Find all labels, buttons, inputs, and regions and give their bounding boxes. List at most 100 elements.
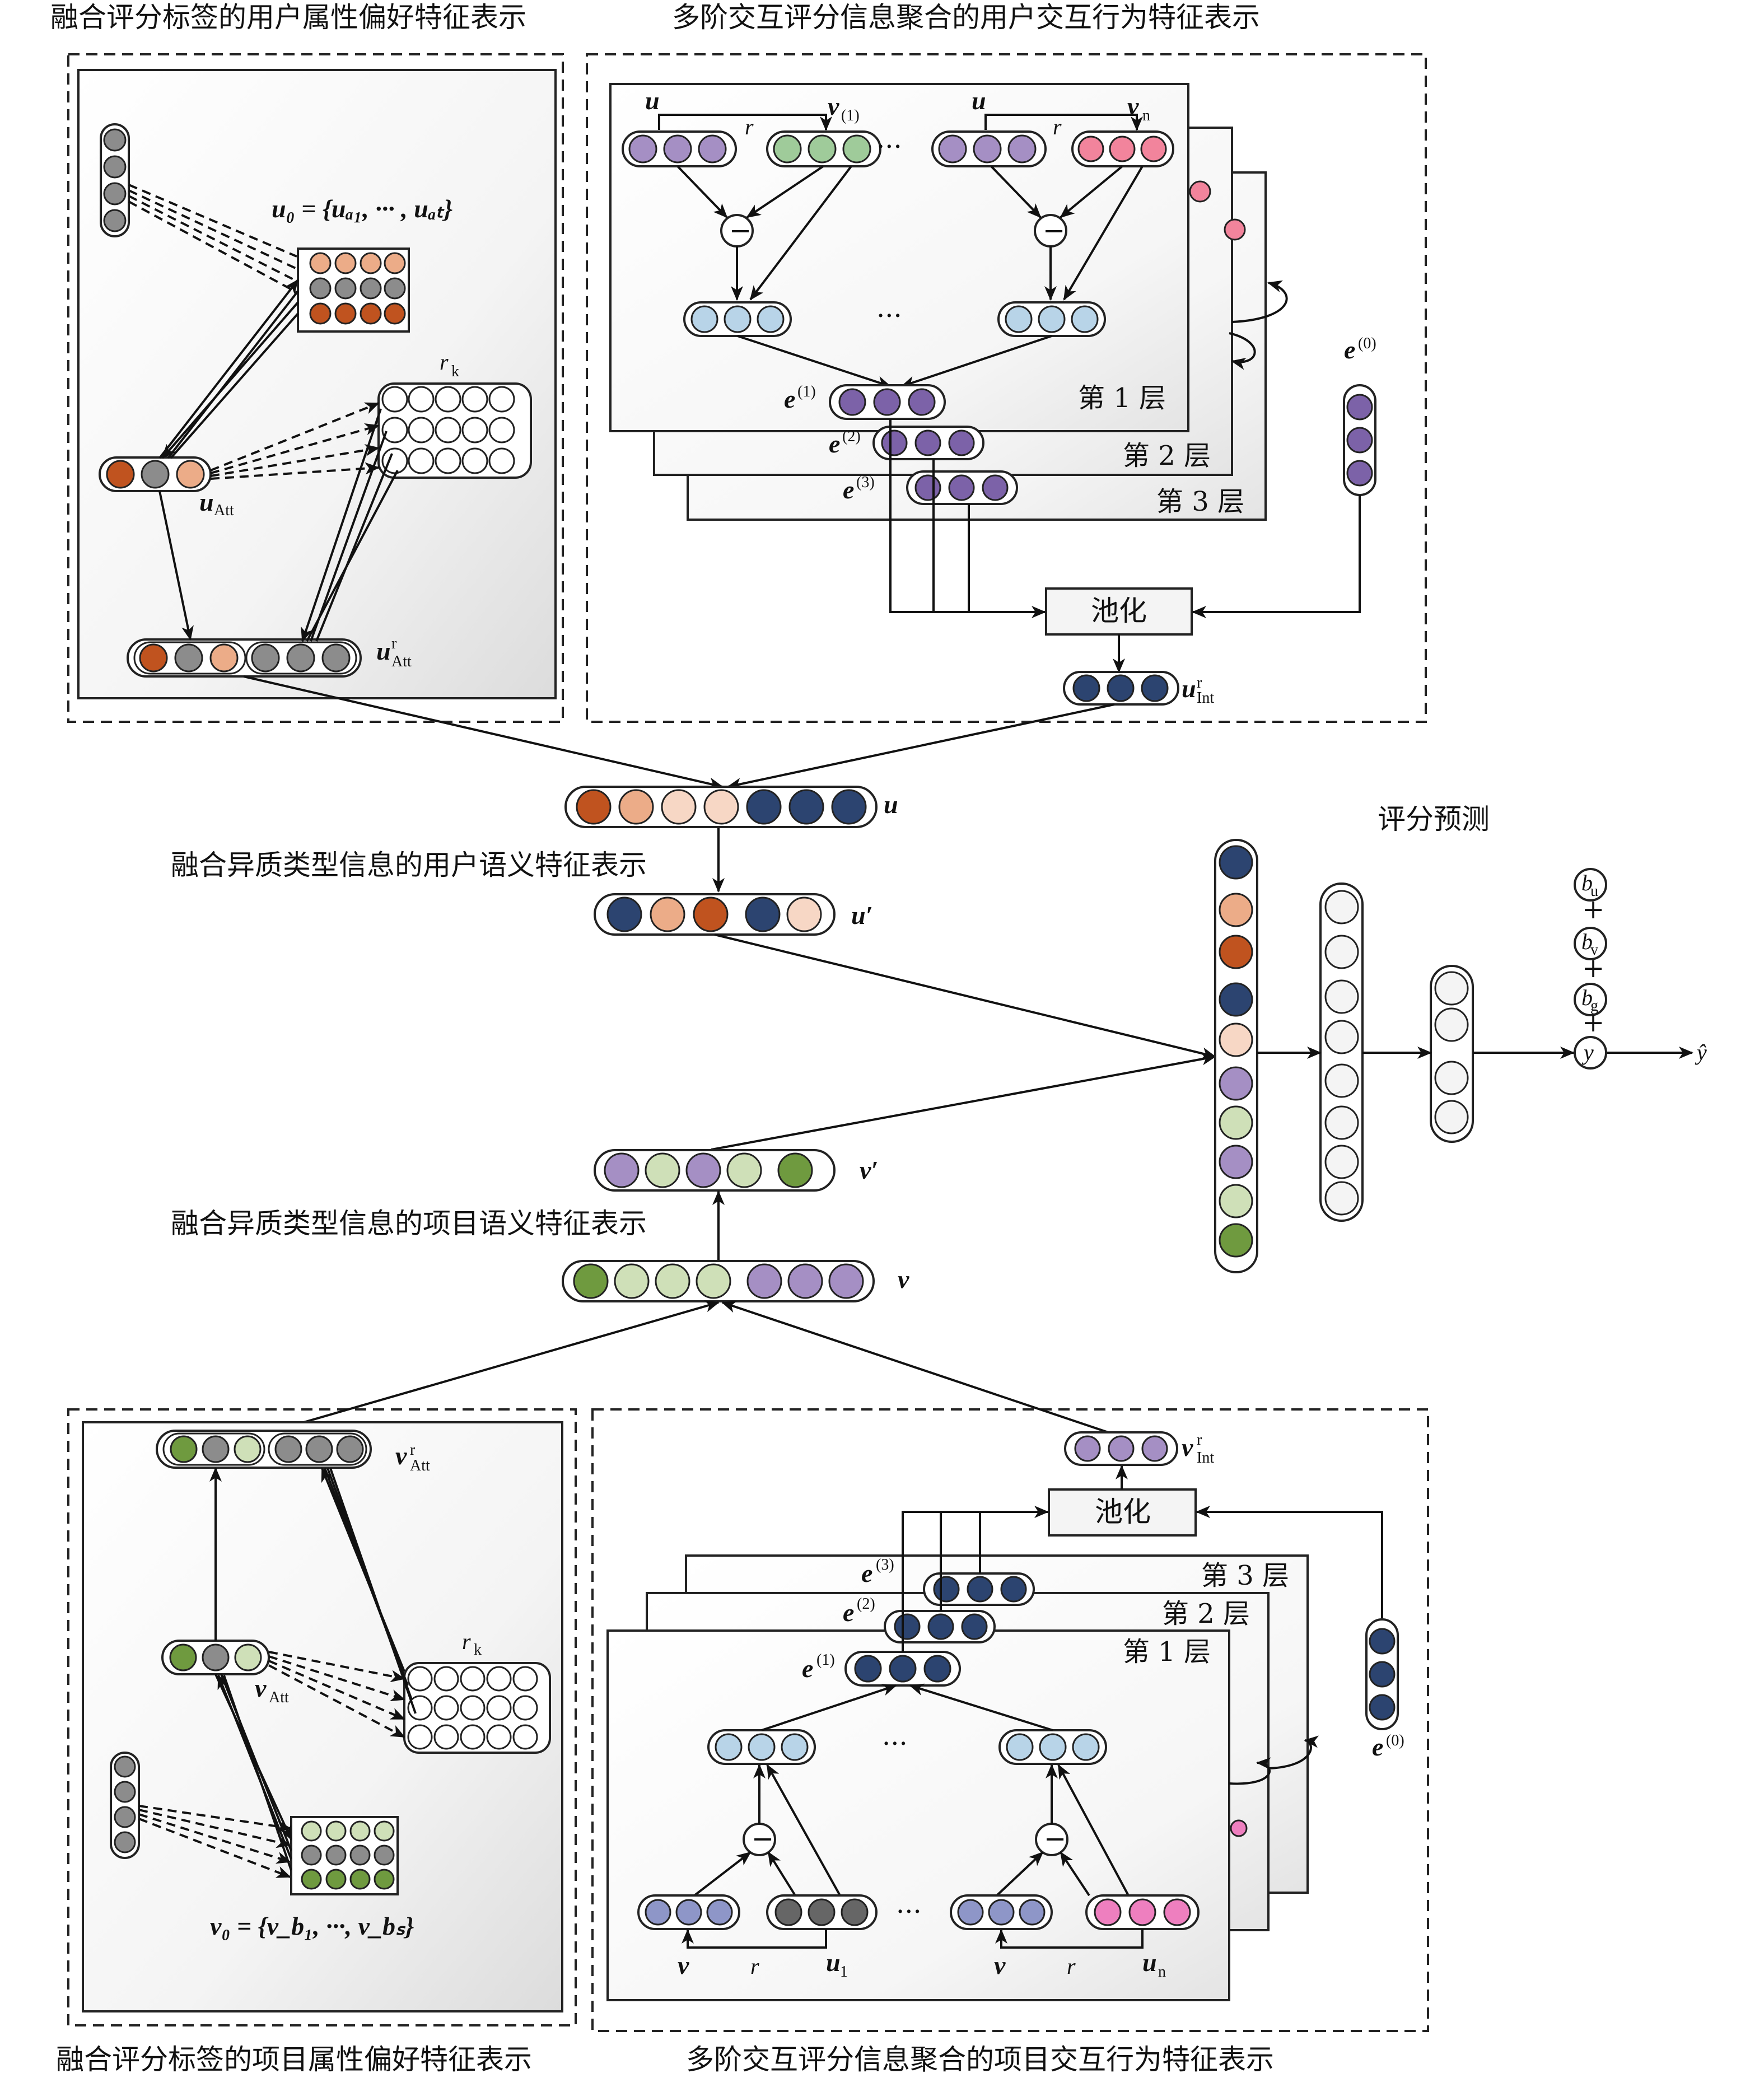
v-int-label: v	[1182, 1433, 1193, 1461]
e-v-1-label: e	[802, 1654, 813, 1683]
concat-vector	[1214, 839, 1258, 1273]
un-sub: n	[1158, 1963, 1166, 1981]
v-bottom-label-1: v	[678, 1951, 689, 1979]
v-vector-n	[950, 1894, 1053, 1930]
u-att-label: u	[199, 488, 214, 516]
title-rating-pred: 评分预测	[1378, 803, 1490, 835]
region-item-attr	[67, 1408, 577, 2026]
item-r-arrows	[682, 1929, 1144, 1949]
item-attr-matrix	[290, 1816, 399, 1895]
e-u-0-label: e	[1344, 335, 1355, 364]
rk-sub-user: k	[451, 363, 459, 380]
vn-label: v	[1127, 92, 1139, 120]
e-v-2-sup: (2)	[857, 1595, 875, 1613]
layer3-peek-node	[1224, 218, 1246, 241]
e-v-3-label: e	[861, 1559, 872, 1587]
item-minus-n: −	[1035, 1823, 1068, 1856]
region-item-inter	[591, 1408, 1429, 2032]
r-label-u1: r	[745, 114, 754, 139]
u-att-down-arrow	[158, 491, 194, 641]
e-u-3-sup: (3)	[856, 474, 875, 491]
e-u-1-vector	[829, 384, 946, 420]
u-vector-1	[622, 130, 737, 167]
e-u-3-label: e	[843, 475, 854, 504]
y-node-label: y	[1581, 1040, 1594, 1065]
u-prime-vector	[594, 893, 836, 936]
v-att-rk-dashed	[268, 1651, 405, 1738]
item-bottom-dots: ···	[896, 1896, 922, 1927]
title-user-semantic: 融合异质类型信息的用户语义特征表示	[171, 849, 647, 881]
user-layer2-label: 第 2 层	[1123, 440, 1211, 471]
user-minus-links	[676, 165, 1144, 301]
plus-3: +	[1582, 1007, 1604, 1038]
user-layer1-label: 第 1 层	[1078, 382, 1166, 414]
hidden-layer-1	[1319, 882, 1364, 1222]
item-minus-1: −	[743, 1823, 776, 1856]
u-att-r-sup: r	[391, 635, 397, 652]
region-user-inter	[586, 53, 1427, 723]
u-int-sub: Int	[1197, 689, 1214, 707]
e-v-0-label: e	[1372, 1733, 1383, 1761]
user-layer-cycle-arrows	[1229, 280, 1288, 370]
user-r-arrows	[658, 114, 1143, 131]
u-att-r-label: u	[376, 637, 391, 665]
bias-v-sub: v	[1590, 941, 1598, 959]
item-pooling-box: 池化	[1048, 1488, 1197, 1537]
user-minus-n: −	[1034, 214, 1067, 248]
v-vector	[562, 1260, 875, 1302]
u1-sub: 1	[840, 1963, 848, 1981]
y-hat-label: ŷ	[1695, 1040, 1707, 1065]
e-v-0-sup: (0)	[1386, 1732, 1404, 1749]
item-layer2-peek-node	[1230, 1819, 1248, 1837]
layer2-peek-node	[1189, 180, 1211, 203]
e-u-0-sup: (0)	[1358, 335, 1376, 352]
e-u-2-label: e	[829, 429, 840, 458]
title-user-attr: 融合评分标签的用户属性偏好特征表示	[50, 1, 526, 34]
e-u-3-vector	[906, 470, 1018, 505]
user-minus-1-sign: −	[729, 215, 752, 246]
v-int-vector	[1064, 1431, 1178, 1466]
e-v-2-vector	[884, 1610, 996, 1643]
u-vector	[564, 786, 878, 828]
user-pooling-inputs	[889, 419, 1361, 673]
v1-vector	[766, 130, 881, 167]
bias-column: b u + b v + b g + y	[1574, 868, 1607, 1070]
user-rk-matrix	[377, 382, 532, 479]
user-pooling-label: 池化	[1091, 595, 1147, 627]
user-layer3-label: 第 3 层	[1156, 486, 1244, 517]
v-att-r-sup: r	[410, 1441, 416, 1459]
v-int-sup: r	[1197, 1431, 1202, 1449]
bias-u-label: b	[1581, 870, 1593, 895]
v-att-r-label: v	[395, 1441, 407, 1470]
user-attr-matrix	[297, 248, 410, 333]
item-aggregate-links	[761, 1683, 1053, 1731]
u1-label: u	[826, 1948, 841, 1977]
title-item-inter: 多阶交互评分信息聚合的项目交互行为特征表示	[686, 2043, 1274, 2076]
item-diff-vector-1	[707, 1729, 816, 1765]
e-v-2-label: e	[843, 1598, 854, 1627]
v-att-matrix-links	[214, 1674, 292, 1871]
v1-label: v	[828, 92, 839, 120]
item-pooling-label: 池化	[1095, 1496, 1151, 1528]
hidden-layer-2	[1430, 965, 1474, 1143]
u-int-vector	[1063, 671, 1179, 706]
rk-to-vattr-links	[321, 1467, 417, 1714]
item-rk-matrix	[403, 1662, 551, 1754]
e-v-0-vector	[1365, 1618, 1399, 1730]
u-att-vector	[99, 456, 212, 492]
v-att-sub: Att	[269, 1689, 289, 1706]
user-minus-1: −	[720, 214, 754, 248]
u1-vector	[766, 1894, 878, 1930]
title-user-inter: 多阶交互评分信息聚合的用户交互行为特征表示	[672, 1, 1260, 34]
e-v-1-vector	[844, 1651, 961, 1687]
e-v-3-vector	[923, 1572, 1035, 1606]
item-pooling-inputs	[902, 1465, 1383, 1652]
rk-label-item: r	[462, 1629, 471, 1654]
u-att-r-vector	[127, 638, 362, 678]
v-att-r-sub: Att	[410, 1457, 430, 1474]
u-prime-label: u′	[851, 901, 873, 930]
vn-vector	[1071, 130, 1174, 167]
vn-sub: n	[1142, 107, 1150, 124]
item-minus-links	[693, 1764, 1130, 1897]
